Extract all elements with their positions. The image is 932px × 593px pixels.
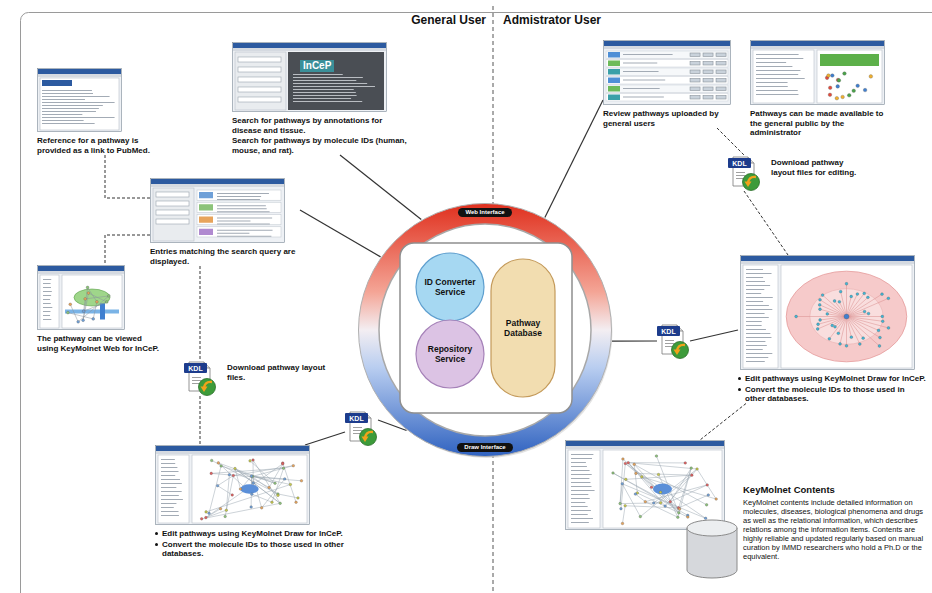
solid-connector xyxy=(305,432,345,445)
screenshot xyxy=(740,255,915,370)
editor-screenshot: Edit pathways using KeyMolnet Draw for I… xyxy=(155,445,370,559)
caption: Download pathway layout files. xyxy=(227,363,327,382)
results-screenshot: Entries matching the search query are di… xyxy=(150,178,300,266)
caption: Search for pathways by annotations for d… xyxy=(232,116,407,135)
logo-text: InCeP xyxy=(300,60,334,72)
editor-screenshot: Edit pathways using KeyMolnet Draw for I… xyxy=(738,255,926,404)
solid-connector xyxy=(690,330,738,341)
search-screenshot: Search for pathways by annotations for d… xyxy=(232,42,407,155)
caption: Convert the molecule IDs to those used i… xyxy=(745,385,926,404)
caption: Download pathway layout files for editin… xyxy=(771,158,863,177)
dashed-connector xyxy=(717,128,744,155)
solid-connector xyxy=(300,210,381,257)
section-heading: General User xyxy=(411,13,486,27)
file-type-label: KDL xyxy=(346,414,367,423)
dashed-connector xyxy=(700,404,746,441)
service-ring-shape xyxy=(357,202,613,458)
caption: Pathways can be made available to the ge… xyxy=(750,109,892,138)
caption: Search for pathways by molecule IDs (hum… xyxy=(232,136,407,155)
dashed-connector xyxy=(200,266,201,360)
solid-connector xyxy=(340,155,421,220)
kdl-download-icon: KDL Download pathway layout files. xyxy=(184,360,327,396)
caption: Convert the molecule IDs to those used i… xyxy=(162,540,370,559)
solid-connector xyxy=(545,100,603,217)
service-name: Repository Service xyxy=(420,344,480,364)
bullet xyxy=(738,377,741,380)
screenshot xyxy=(565,440,743,580)
service-circle: ID Converter Service xyxy=(415,252,485,322)
kdl-download-icon: KDL Download pathway layout files for edi… xyxy=(728,155,863,191)
service-ring: Web InterfaceDraw Interface ID Converter … xyxy=(357,202,613,458)
section-heading: Admistrator User xyxy=(503,13,601,27)
review-screenshot: Review pathways uploaded by general user… xyxy=(603,40,735,128)
database-capsule: Pathway Database xyxy=(490,258,556,398)
screenshot xyxy=(232,42,387,112)
database-cylinder xyxy=(687,520,737,578)
reference-screenshot: Reference for a pathway is provided as a… xyxy=(37,68,159,155)
dashed-connector xyxy=(744,191,788,255)
service-name: Pathway Database xyxy=(495,318,551,338)
dashed-connector xyxy=(105,155,150,198)
caption: Review pathways uploaded by general user… xyxy=(603,109,735,128)
bullet xyxy=(155,532,158,535)
panel-body: KeyMolnet contents include detailed info… xyxy=(743,498,926,561)
file-type-label: KDL xyxy=(658,327,679,336)
file-type-label: KDL xyxy=(185,364,206,373)
kdl-icon: KDL xyxy=(345,410,378,446)
bullet xyxy=(155,543,158,546)
caption: Edit pathways using KeyMolnet Draw for I… xyxy=(745,374,926,384)
screenshot xyxy=(750,40,885,105)
screenshot xyxy=(37,265,125,330)
bullet xyxy=(738,388,741,391)
caption: Reference for a pathway is provided as a… xyxy=(37,136,159,155)
screenshot xyxy=(155,445,310,525)
viewer-screenshot: The pathway can be viewed using KeyMolne… xyxy=(37,265,162,353)
solid-connector xyxy=(612,340,657,341)
publish-screenshot: Pathways can be made available to the ge… xyxy=(750,40,892,138)
screenshot xyxy=(603,40,731,105)
caption: The pathway can be viewed using KeyMolne… xyxy=(37,334,162,353)
screenshot xyxy=(37,68,122,132)
caption: Edit pathways using KeyMolnet Draw for I… xyxy=(162,529,370,539)
file-type-label: KDL xyxy=(729,159,750,168)
caption: Entries matching the search query are di… xyxy=(150,247,300,266)
dashed-connector xyxy=(105,235,150,265)
dashed-connector xyxy=(200,396,201,445)
contents-panel: KeyMolnet ContentsKeyMolnet contents inc… xyxy=(565,440,926,580)
service-circle: Repository Service xyxy=(415,319,485,389)
outer-frame xyxy=(21,13,932,593)
service-name: ID Converter Service xyxy=(420,277,480,297)
interface-label: Web Interface xyxy=(458,208,511,217)
interface-label: Draw Interface xyxy=(457,443,512,452)
panel-heading: KeyMolnet Contents xyxy=(743,484,926,495)
screenshot xyxy=(150,178,285,243)
kdl-icon: KDL xyxy=(657,323,690,359)
